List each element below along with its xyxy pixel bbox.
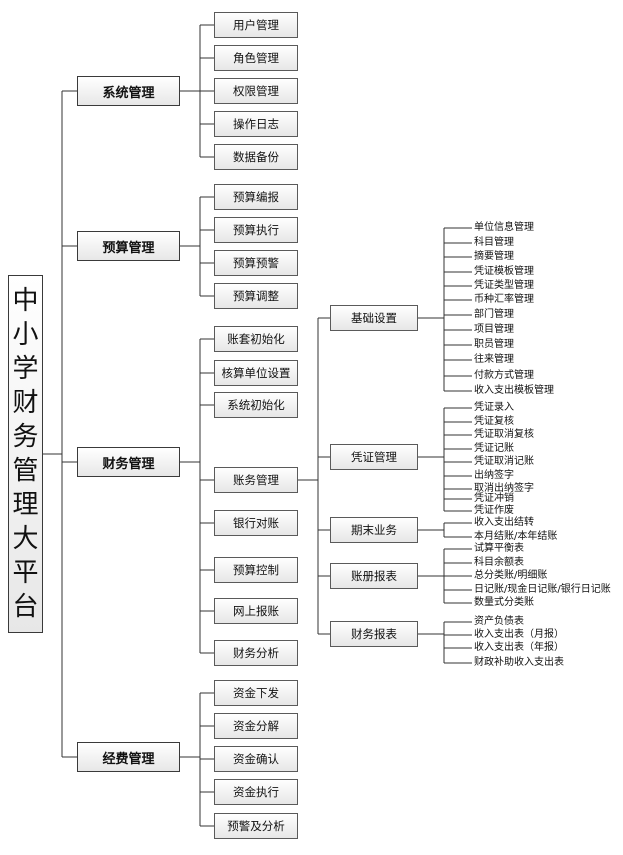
leaf-basic-settings-10: 付款方式管理 bbox=[474, 370, 534, 381]
leaf-basic-settings-8: 职员管理 bbox=[474, 339, 514, 350]
root-char: 平 bbox=[12, 558, 39, 588]
leaf-basic-settings-0: 单位信息管理 bbox=[474, 222, 534, 233]
leaf-voucher-7: 凭证冲销 bbox=[474, 493, 514, 504]
item-budget-0: 预算编报 bbox=[214, 184, 298, 210]
item-finance-7: 财务分析 bbox=[214, 640, 298, 666]
leaf-period-end-1: 本月结账/本年结账 bbox=[474, 531, 558, 542]
item-finance-0: 账套初始化 bbox=[214, 326, 298, 352]
item-system-0: 用户管理 bbox=[214, 12, 298, 38]
leaf-financial-reports-1: 收入支出表（月报） bbox=[474, 629, 564, 640]
module-finance: 财务管理 bbox=[77, 447, 180, 477]
item-system-3: 操作日志 bbox=[214, 111, 298, 137]
item-finance-1: 核算单位设置 bbox=[214, 360, 298, 386]
group-basic-settings: 基础设置 bbox=[330, 305, 418, 331]
root-char: 小 bbox=[12, 320, 39, 350]
item-finance-4: 银行对账 bbox=[214, 510, 298, 536]
root-platform-box: 中小学财务管理大平台 bbox=[8, 275, 43, 633]
leaf-basic-settings-4: 凭证类型管理 bbox=[474, 280, 534, 291]
leaf-financial-reports-2: 收入支出表（年报） bbox=[474, 642, 564, 653]
leaf-voucher-6: 取消出纳签字 bbox=[474, 483, 534, 494]
leaf-ledger-reports-3: 日记账/现金日记账/银行日记账 bbox=[474, 584, 611, 595]
root-char: 财 bbox=[12, 388, 39, 418]
module-funds: 经费管理 bbox=[77, 742, 180, 772]
group-ledger-reports: 账册报表 bbox=[330, 563, 418, 589]
leaf-voucher-1: 凭证复核 bbox=[474, 416, 514, 427]
module-budget: 预算管理 bbox=[77, 231, 180, 261]
root-char: 管 bbox=[12, 456, 39, 486]
root-char: 大 bbox=[12, 524, 39, 554]
leaf-voucher-5: 出纳签字 bbox=[474, 470, 514, 481]
item-budget-3: 预算调整 bbox=[214, 283, 298, 309]
leaf-ledger-reports-1: 科目余额表 bbox=[474, 557, 524, 568]
item-funds-3: 资金执行 bbox=[214, 779, 298, 805]
item-budget-1: 预算执行 bbox=[214, 217, 298, 243]
item-finance-6: 网上报账 bbox=[214, 598, 298, 624]
leaf-basic-settings-9: 往来管理 bbox=[474, 354, 514, 365]
leaf-basic-settings-11: 收入支出模板管理 bbox=[474, 385, 554, 396]
item-budget-2: 预算预警 bbox=[214, 250, 298, 276]
leaf-voucher-2: 凭证取消复核 bbox=[474, 429, 534, 440]
leaf-voucher-0: 凭证录入 bbox=[474, 402, 514, 413]
group-period-end: 期末业务 bbox=[330, 517, 418, 543]
item-funds-4: 预警及分析 bbox=[214, 813, 298, 839]
leaf-basic-settings-6: 部门管理 bbox=[474, 309, 514, 320]
item-funds-0: 资金下发 bbox=[214, 680, 298, 706]
leaf-financial-reports-3: 财政补助收入支出表 bbox=[474, 657, 564, 668]
leaf-voucher-8: 凭证作废 bbox=[474, 505, 514, 516]
leaf-financial-reports-0: 资产负债表 bbox=[474, 616, 524, 627]
root-char: 理 bbox=[12, 490, 39, 520]
leaf-basic-settings-5: 币种汇率管理 bbox=[474, 294, 534, 305]
root-char: 学 bbox=[12, 354, 39, 384]
group-financial-reports: 财务报表 bbox=[330, 621, 418, 647]
leaf-voucher-3: 凭证记账 bbox=[474, 443, 514, 454]
root-char: 务 bbox=[12, 422, 39, 452]
leaf-ledger-reports-2: 总分类账/明细账 bbox=[474, 570, 548, 581]
leaf-voucher-4: 凭证取消记账 bbox=[474, 456, 534, 467]
root-char: 中 bbox=[12, 286, 39, 316]
item-finance-2: 系统初始化 bbox=[214, 392, 298, 418]
leaf-basic-settings-1: 科目管理 bbox=[474, 237, 514, 248]
leaf-ledger-reports-4: 数量式分类账 bbox=[474, 597, 534, 608]
module-system: 系统管理 bbox=[77, 76, 180, 106]
item-funds-2: 资金确认 bbox=[214, 746, 298, 772]
leaf-basic-settings-7: 项目管理 bbox=[474, 324, 514, 335]
leaf-ledger-reports-0: 试算平衡表 bbox=[474, 543, 524, 554]
leaf-basic-settings-3: 凭证模板管理 bbox=[474, 266, 534, 277]
root-char: 台 bbox=[12, 592, 39, 622]
leaf-period-end-0: 收入支出结转 bbox=[474, 517, 534, 528]
item-finance-3: 账务管理 bbox=[214, 467, 298, 493]
item-system-2: 权限管理 bbox=[214, 78, 298, 104]
item-system-4: 数据备份 bbox=[214, 144, 298, 170]
group-voucher: 凭证管理 bbox=[330, 444, 418, 470]
leaf-basic-settings-2: 摘要管理 bbox=[474, 251, 514, 262]
item-system-1: 角色管理 bbox=[214, 45, 298, 71]
item-finance-5: 预算控制 bbox=[214, 557, 298, 583]
item-funds-1: 资金分解 bbox=[214, 713, 298, 739]
